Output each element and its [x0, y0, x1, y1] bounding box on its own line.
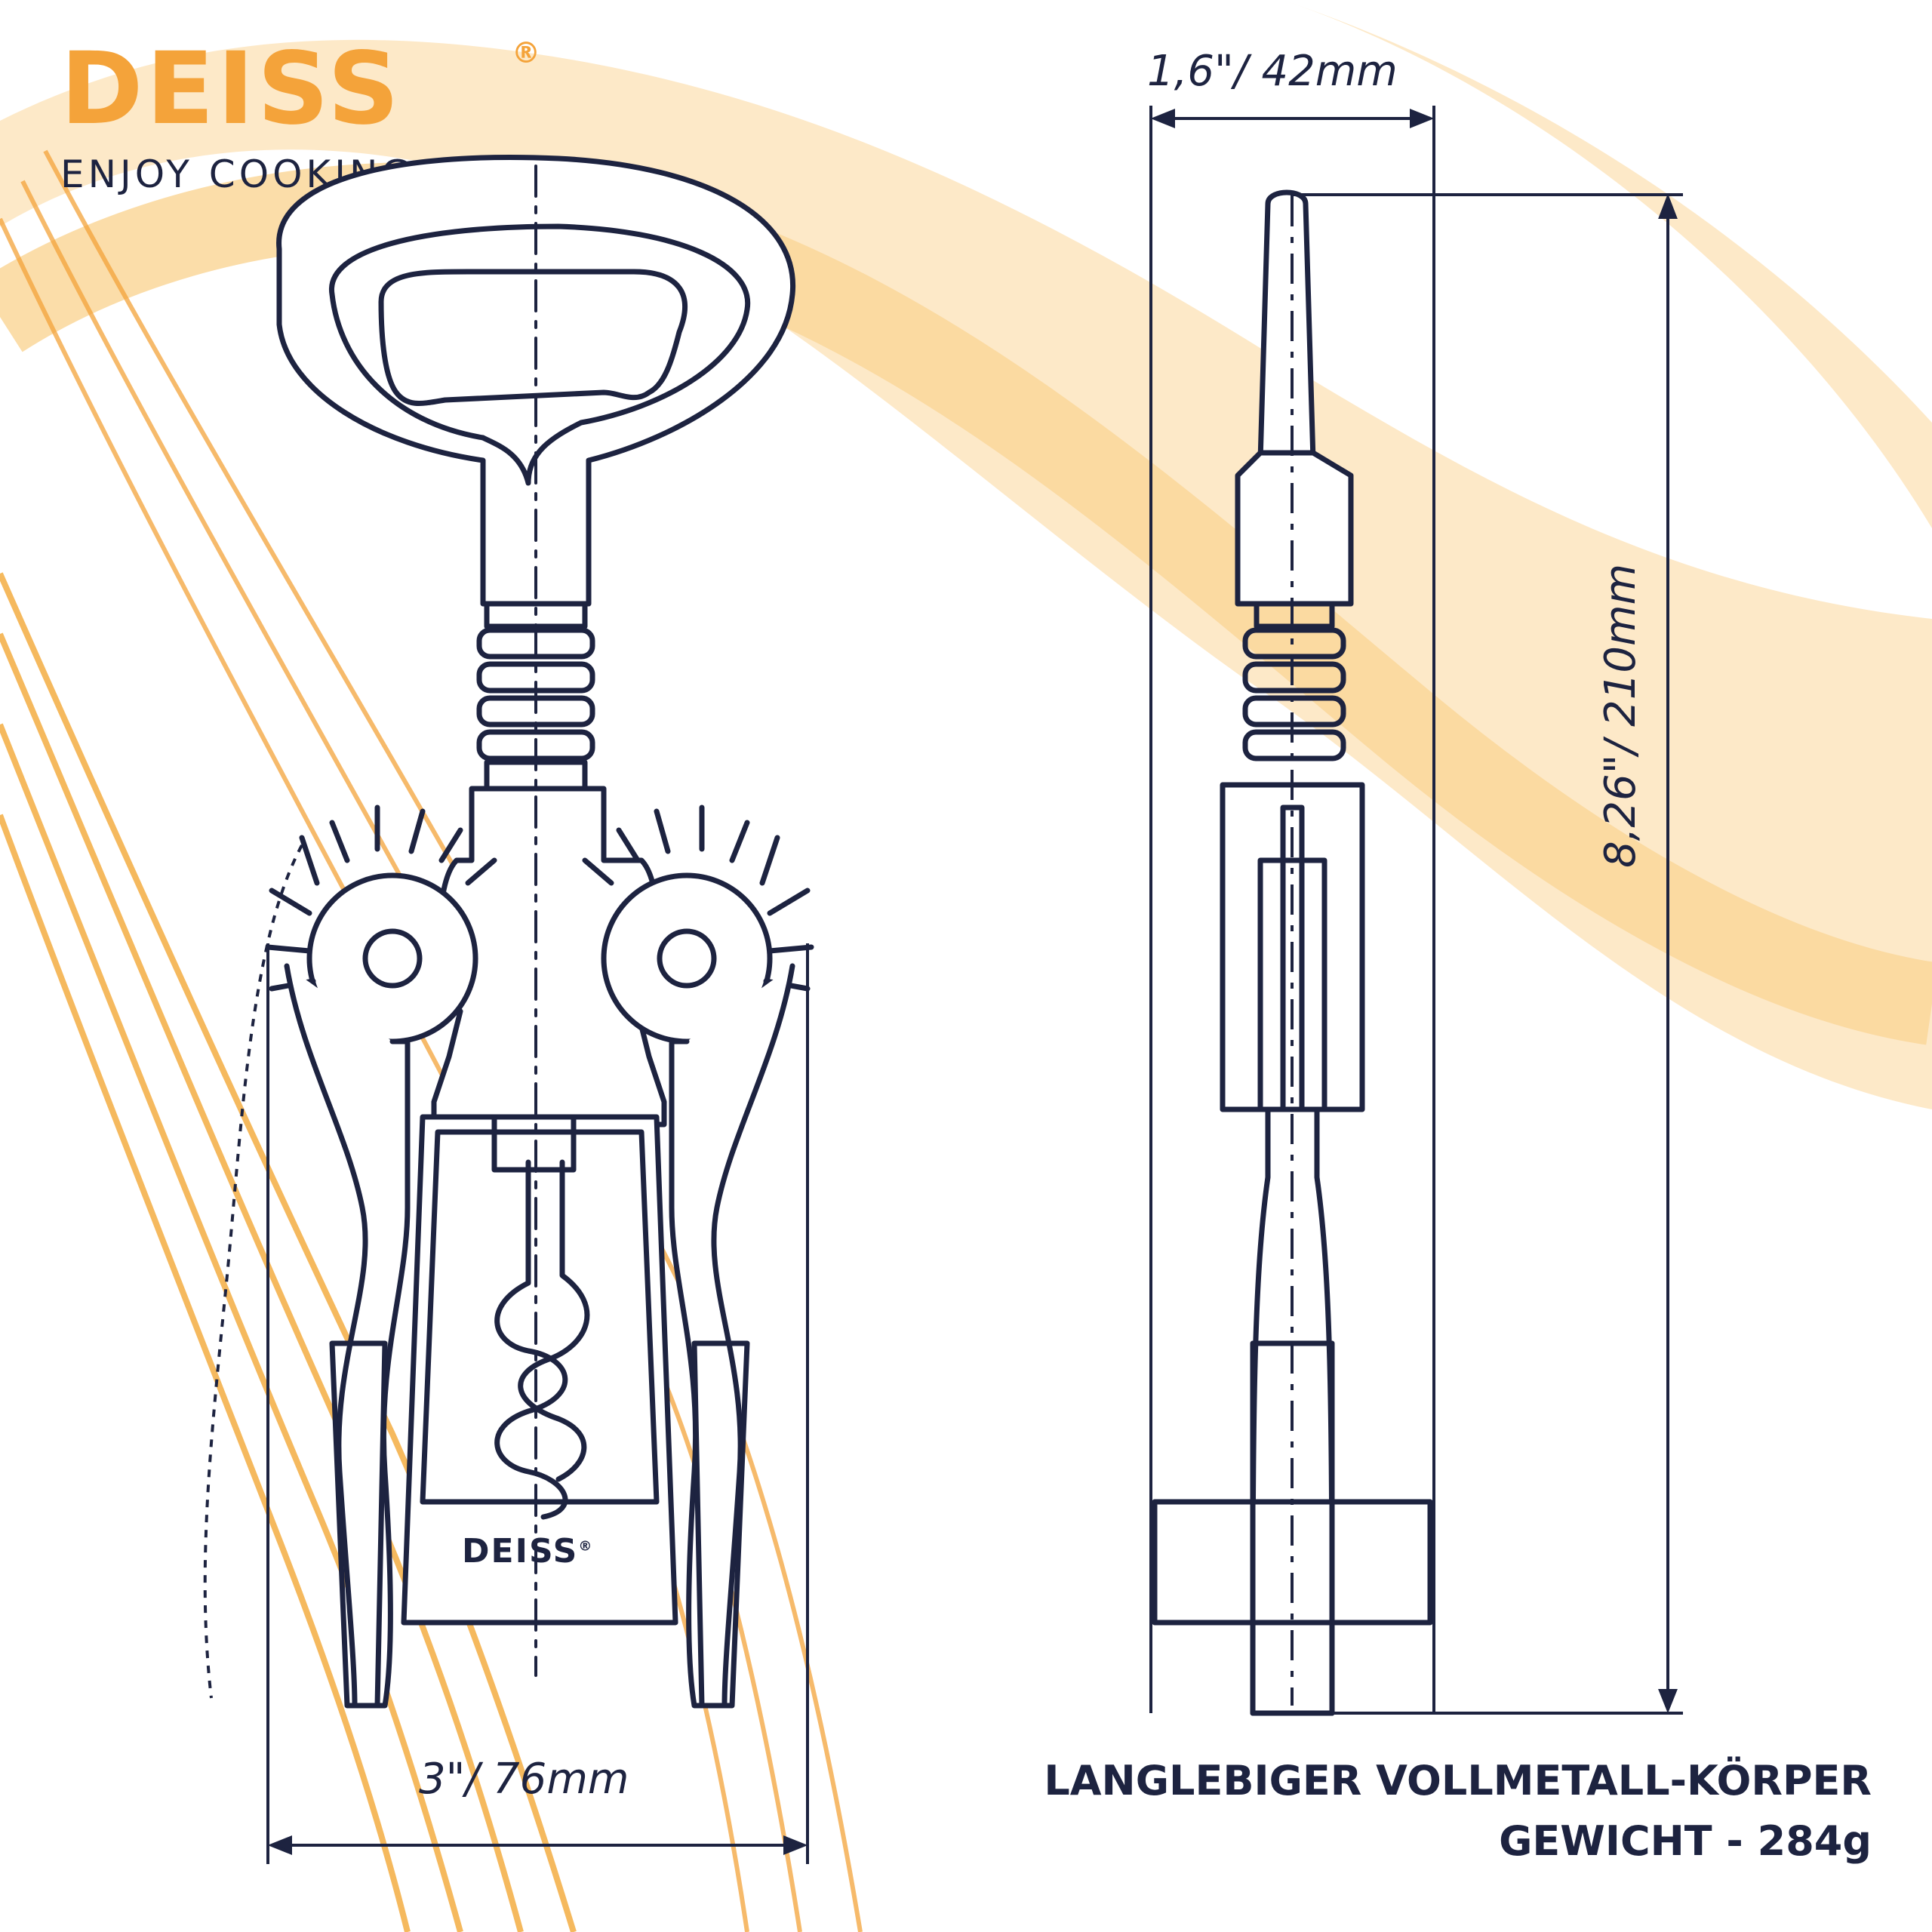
product-mark: DEISS®: [462, 1532, 594, 1571]
width-dimension-label: 1,6"/ 42mm: [1147, 47, 1398, 96]
brand-logo: DEISS ® ENJOY COOKING: [60, 31, 540, 196]
feature-line-weight: GEWICHT - 284g: [1499, 1817, 1872, 1865]
brand-name: DEISS: [60, 31, 403, 147]
front-width-label: 3"/ 76mm: [419, 1755, 629, 1804]
feature-line-material: LANGLEBIGER VOLLMETALL-KÖRPER: [1044, 1757, 1872, 1804]
registered-mark: ®: [512, 36, 540, 69]
height-dimension-label: 8,26"/ 210mm: [1596, 563, 1645, 868]
feature-text: LANGLEBIGER VOLLMETALL-KÖRPER GEWICHT - …: [1044, 1751, 1872, 1872]
